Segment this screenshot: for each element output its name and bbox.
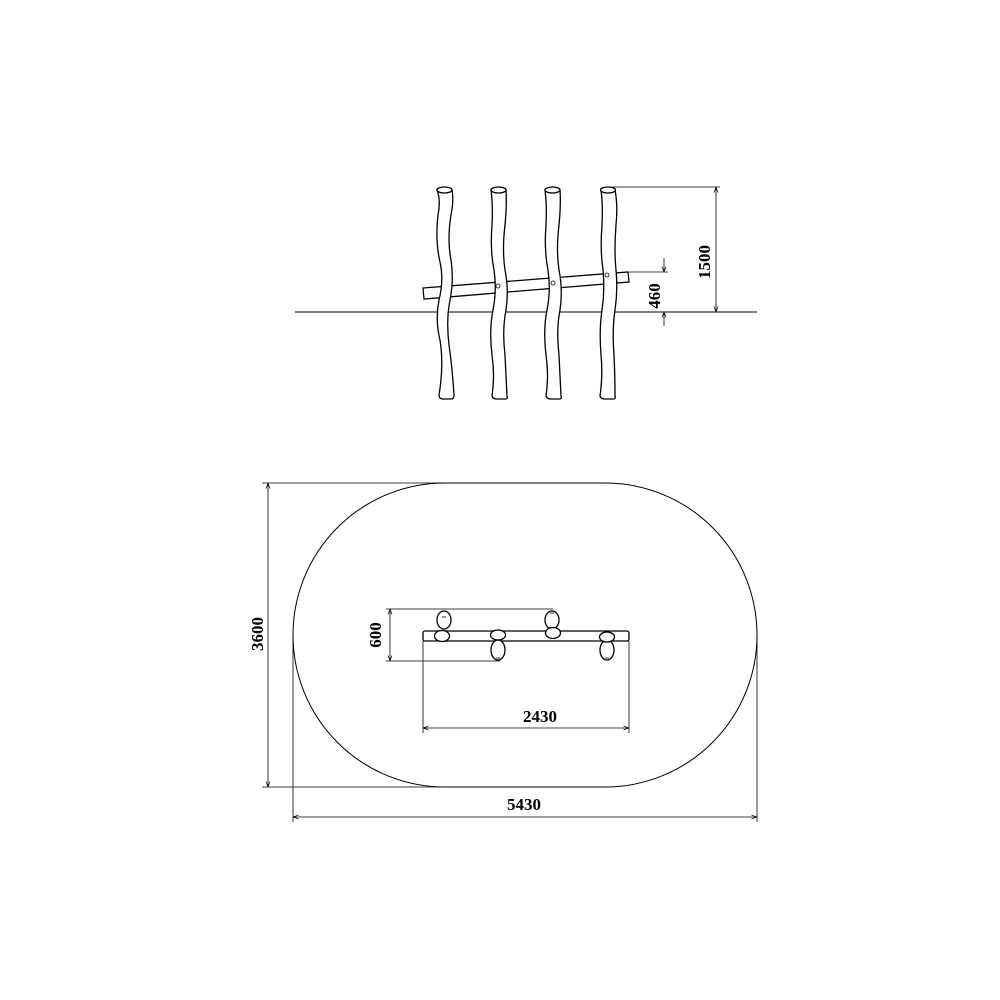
post-2 (490, 186, 508, 400)
balance-beam-side (422, 271, 630, 300)
dimension-label-5430: 5430 (507, 795, 541, 814)
post-top-1 (433, 610, 452, 643)
dimension-label-460: 460 (645, 283, 664, 309)
dimension-beam-height: 460 (629, 258, 668, 326)
post-3 (544, 186, 562, 400)
post-1 (436, 186, 455, 400)
elevation-view: 1500 460 (295, 186, 757, 400)
dimension-label-1500: 1500 (695, 245, 714, 279)
dimension-area-depth: 3600 (248, 482, 445, 788)
dimension-label-600: 600 (366, 622, 385, 648)
safety-zone-outline (292, 482, 758, 788)
plan-view: 600 2430 5430 3600 (248, 482, 758, 822)
post-top-2 (489, 629, 507, 661)
dimension-depth: 600 (366, 608, 553, 662)
dimension-length: 2430 (422, 641, 630, 733)
dimension-label-2430: 2430 (523, 707, 557, 726)
dimension-area-width: 5430 (292, 635, 758, 822)
dimension-label-3600: 3600 (248, 617, 267, 651)
post-top-4 (598, 631, 616, 661)
dimension-height-total: 1500 (612, 186, 720, 312)
balance-beam-top (422, 630, 630, 642)
post-4 (599, 186, 618, 400)
post-top-3 (544, 610, 562, 640)
